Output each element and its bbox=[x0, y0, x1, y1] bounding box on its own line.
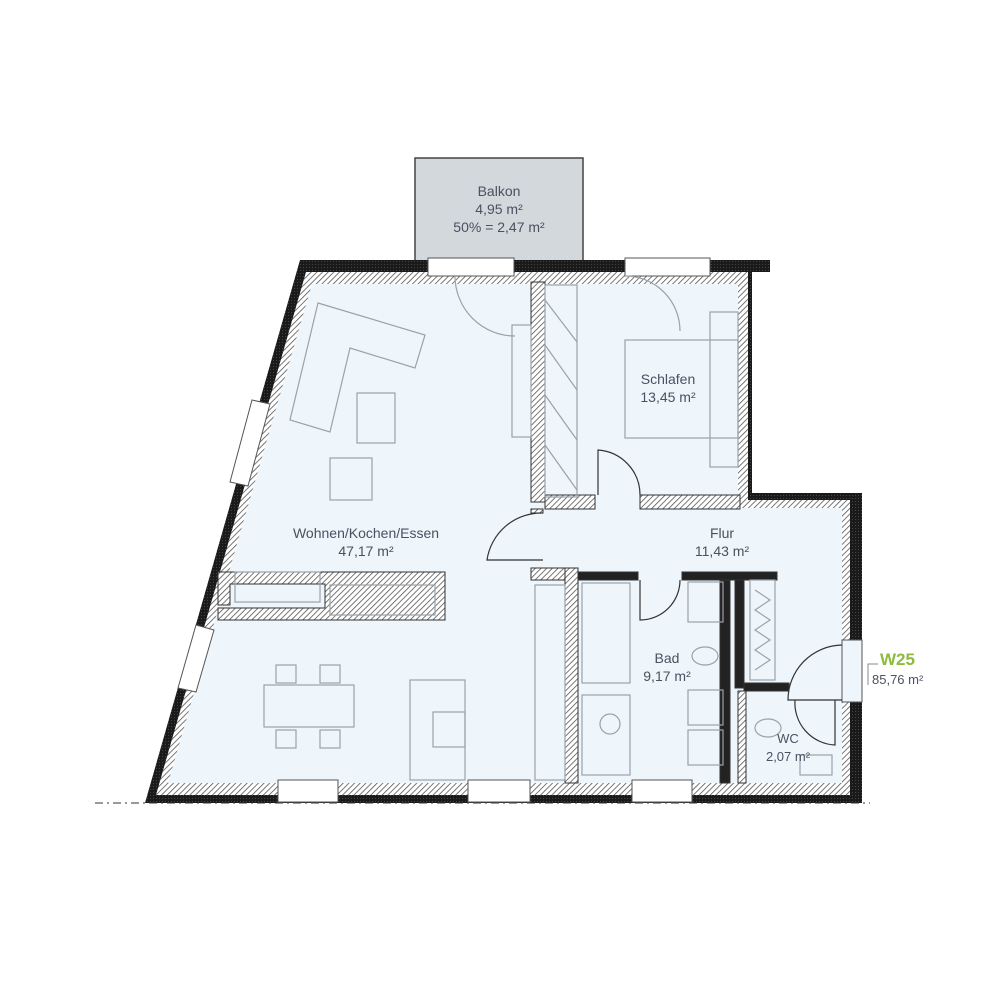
room-interior bbox=[168, 284, 842, 783]
room-name: Balkon bbox=[477, 183, 521, 199]
room-name: Bad bbox=[654, 650, 680, 666]
room-area: 13,45 m² bbox=[640, 389, 696, 405]
room-area: 11,43 m² bbox=[694, 543, 750, 559]
doors bbox=[486, 449, 843, 746]
room-label-balkon: Balkon 4,95 m² 50% = 2,47 m² bbox=[453, 182, 544, 236]
room-label-wc: WC 2,07 m² bbox=[766, 730, 810, 766]
room-area-note: 50% = 2,47 m² bbox=[453, 219, 545, 235]
window bbox=[631, 779, 693, 803]
apartment-id: W25 bbox=[880, 650, 915, 669]
window bbox=[624, 257, 711, 277]
furniture bbox=[234, 275, 833, 781]
room-area: 47,17 m² bbox=[338, 543, 394, 559]
balcony bbox=[414, 157, 584, 271]
room-label-wohnen: Wohnen/Kochen/Essen 47,17 m² bbox=[293, 524, 439, 560]
balcony-door bbox=[427, 257, 515, 277]
leader-line bbox=[867, 663, 878, 685]
window bbox=[277, 779, 339, 803]
room-name: Flur bbox=[709, 525, 735, 541]
room-area: 4,95 m² bbox=[475, 201, 523, 217]
window bbox=[229, 399, 271, 487]
room-label-flur: Flur 11,43 m² bbox=[695, 524, 749, 560]
room-area: 9,17 m² bbox=[643, 668, 691, 684]
apartment-total-area: 85,76 m² bbox=[872, 672, 924, 687]
window bbox=[177, 624, 215, 693]
room-label-bad: Bad 9,17 m² bbox=[643, 649, 690, 685]
room-label-schlafen: Schlafen 13,45 m² bbox=[640, 370, 695, 406]
room-name: Schlafen bbox=[640, 371, 696, 387]
interior-walls bbox=[217, 281, 790, 784]
room-name: WC bbox=[777, 731, 799, 746]
entrance-door-opening bbox=[841, 639, 863, 703]
window bbox=[467, 779, 531, 803]
room-area: 2,07 m² bbox=[765, 749, 811, 764]
room-name: Wohnen/Kochen/Essen bbox=[292, 525, 440, 541]
